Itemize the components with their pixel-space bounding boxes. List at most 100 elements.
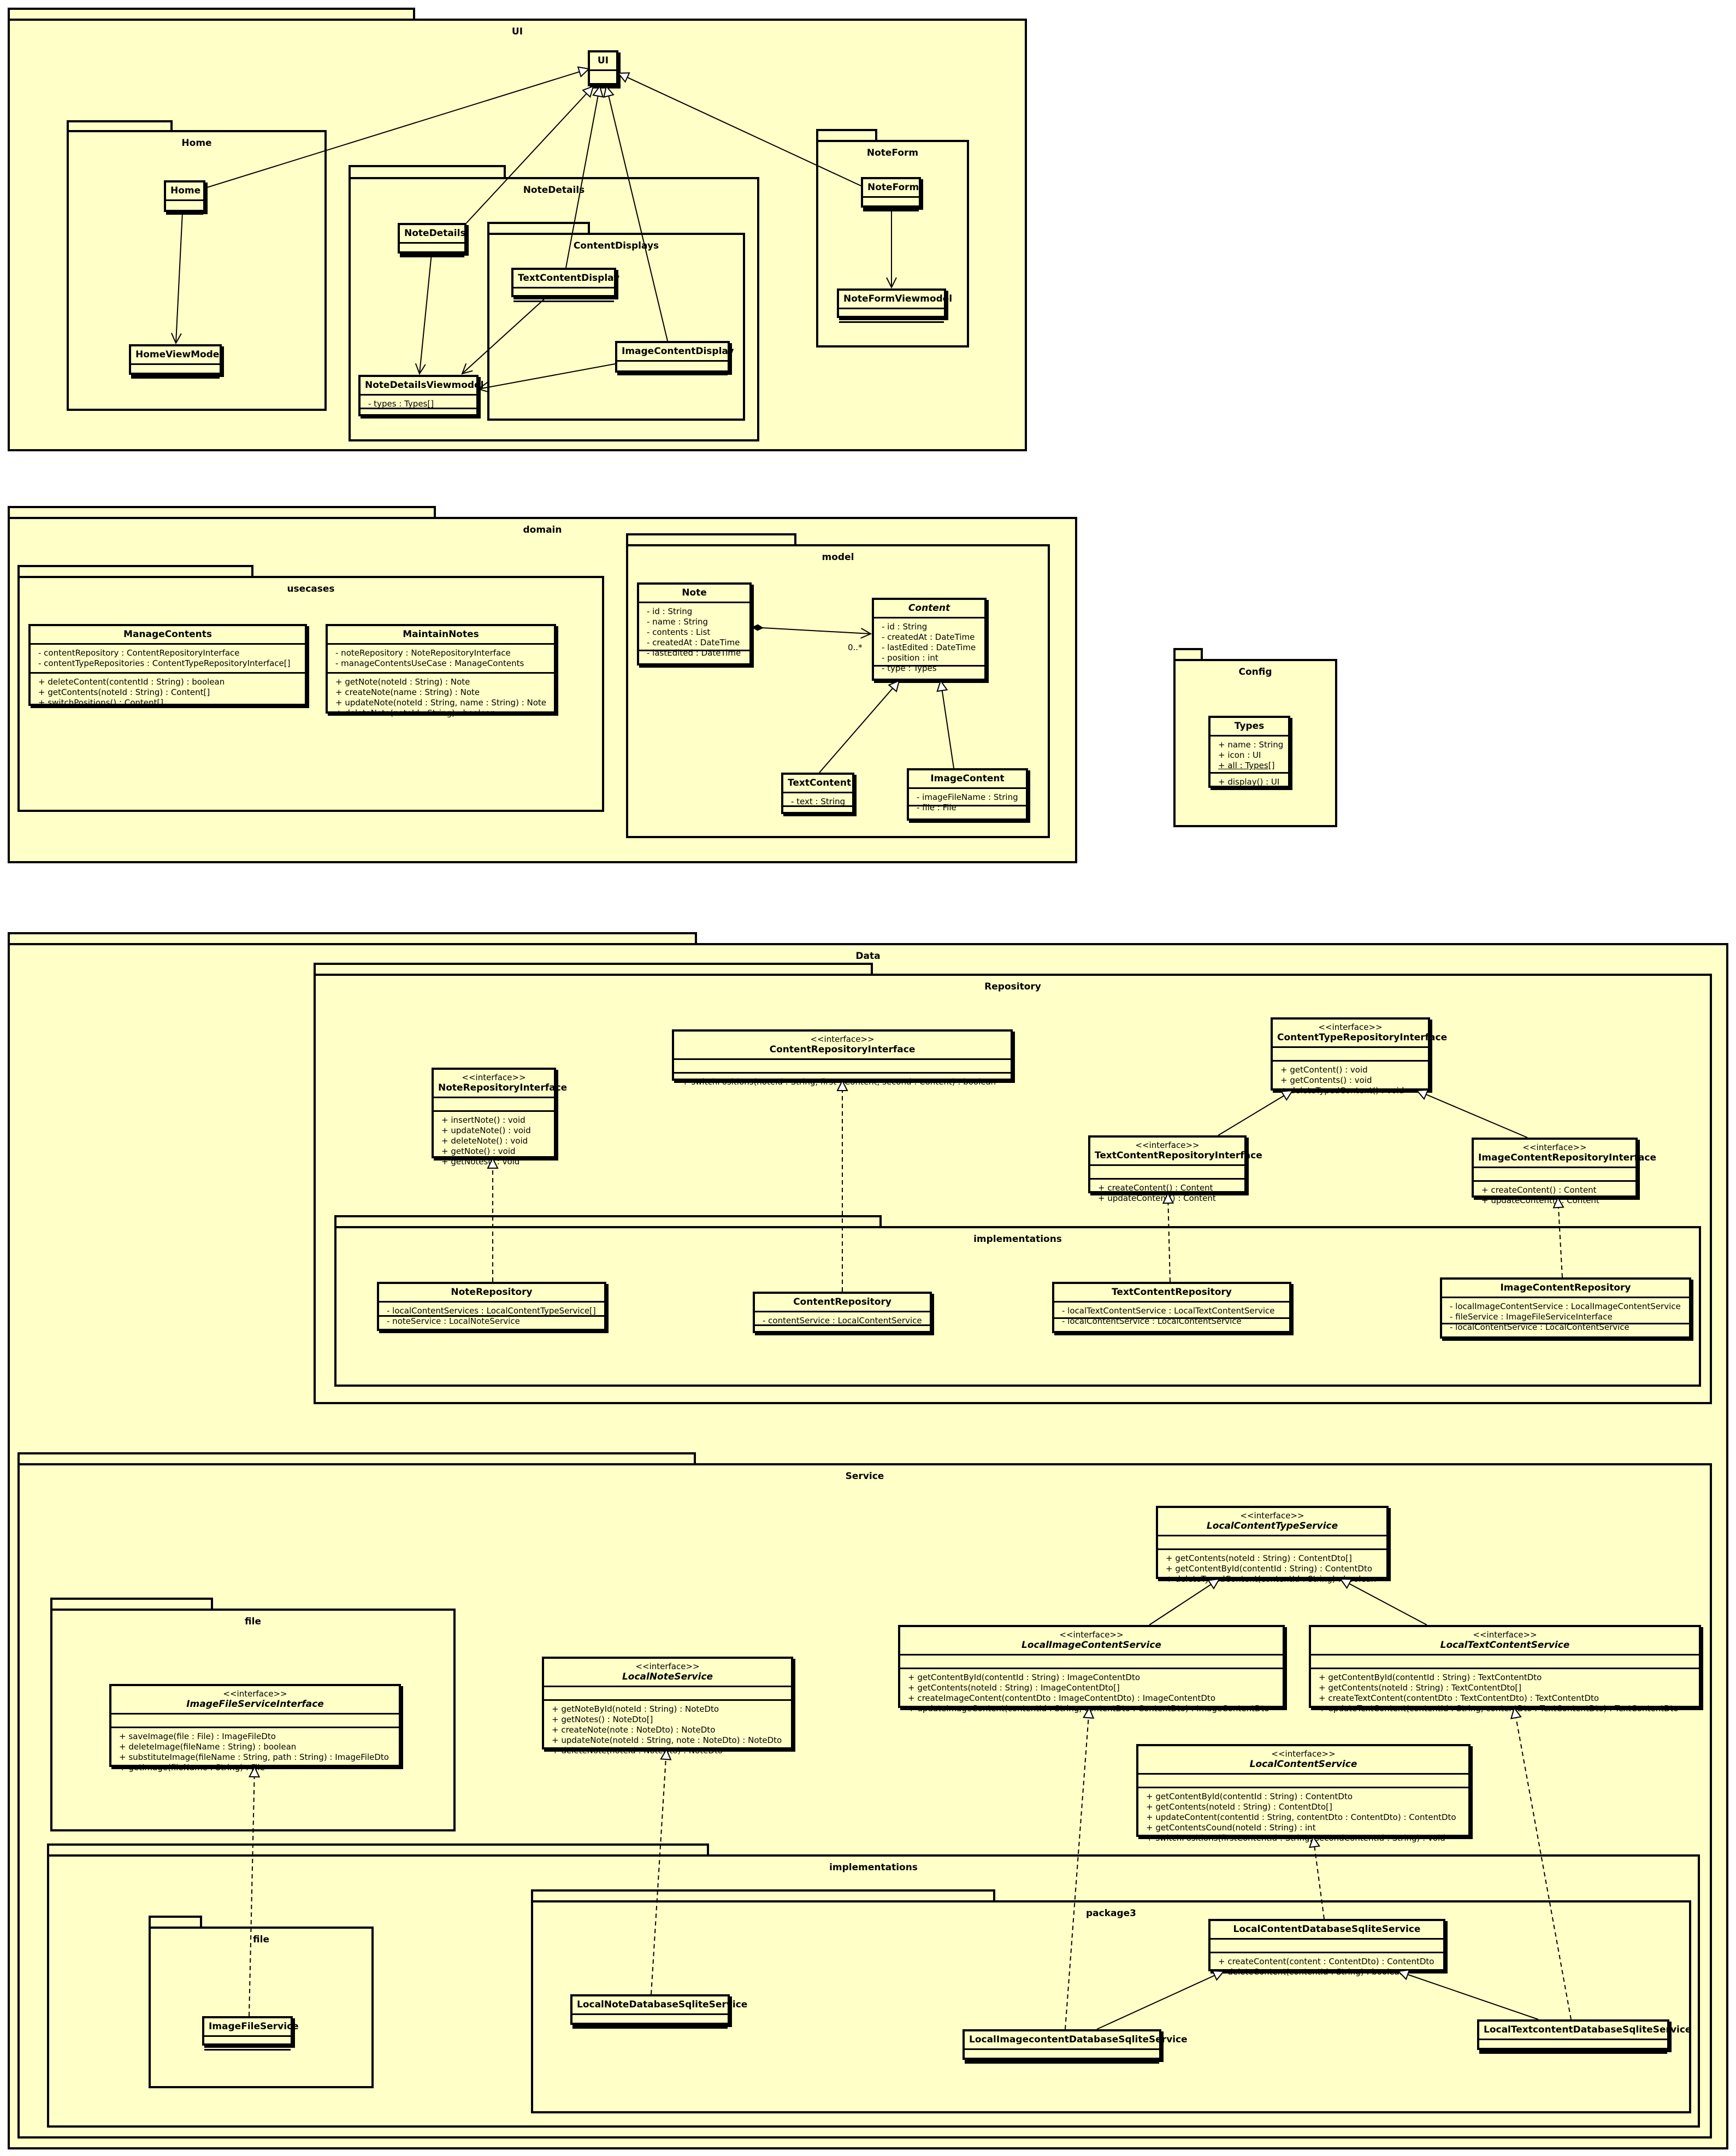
class-maintainnotes[interactable]: MaintainNotes- noteRepository : NoteRepo… bbox=[326, 624, 556, 718]
class-notedetailsviewmodel[interactable]: NoteDetailsViewmodel- types : Types[] bbox=[358, 375, 483, 416]
package-title: UI bbox=[511, 26, 523, 37]
class-noteform[interactable]: NoteForm bbox=[861, 177, 921, 211]
attributes-section: - contentRepository : ContentRepositoryI… bbox=[31, 645, 305, 674]
package-title: usecases bbox=[287, 584, 335, 594]
attribute-row: - contentRepository : ContentRepositoryI… bbox=[38, 648, 240, 658]
operation-row: + updateTextContent(contentId : String, … bbox=[1319, 1704, 1679, 1713]
class-localcontentdatabasesqliteservice[interactable]: LocalContentDatabaseSqliteService+ creat… bbox=[1208, 1919, 1445, 1977]
operations-section: + getContentById(contentId : String) : I… bbox=[900, 1669, 1283, 1713]
package-title: Config bbox=[1238, 667, 1272, 678]
operations-section: + getContents(noteId : String) : Content… bbox=[1158, 1550, 1386, 1584]
class-contentrepository[interactable]: ContentRepository- contentService : Loca… bbox=[753, 1292, 932, 1333]
edge-imagecontentrepository-realizes bbox=[1558, 1198, 1562, 1278]
package-title: implementations bbox=[829, 1862, 918, 1873]
class-name: ImageFileService bbox=[209, 2021, 299, 2032]
class-name: UI bbox=[597, 55, 609, 66]
class-imagefileservice[interactable]: ImageFileService bbox=[202, 2016, 299, 2051]
class-notedetails[interactable]: NoteDetails bbox=[398, 223, 467, 257]
class-name: TextContentRepositoryInterface bbox=[1095, 1150, 1262, 1161]
attribute-row: + name : String bbox=[1218, 740, 1284, 750]
stereotype: <<interface>> bbox=[1473, 1630, 1537, 1640]
class-imagecontent[interactable]: ImageContent- imageFileName : String- fi… bbox=[907, 768, 1028, 821]
class-name: NoteRepositoryInterface bbox=[438, 1082, 568, 1093]
class-textcontent[interactable]: TextContent- text : String bbox=[781, 773, 854, 814]
class-name: MaintainNotes bbox=[403, 629, 479, 640]
operation-row: + deleteNote(noteId : String) : boolean bbox=[335, 708, 496, 718]
operation-row: + deleteTypedContent() : void bbox=[1280, 1086, 1404, 1095]
operation-row: + deleteNote(noteId : NoteDto) : NoteDto bbox=[552, 1746, 723, 1756]
class-home[interactable]: Home bbox=[164, 180, 205, 215]
attribute-row: - manageContentsUseCase : ManageContents bbox=[335, 658, 524, 668]
stereotype: <<interface>> bbox=[462, 1073, 526, 1082]
class-textcontentrepository[interactable]: TextContentRepository- localTextContentS… bbox=[1052, 1282, 1291, 1333]
operation-row: + createImageContent(contentDto : ImageC… bbox=[908, 1693, 1215, 1703]
class-imagecontentdisplay[interactable]: ImageContentDisplay bbox=[615, 341, 734, 375]
attribute-row: - noteService : LocalNoteService bbox=[387, 1316, 520, 1326]
class-types[interactable]: Types+ name : String+ icon : UI+ all : T… bbox=[1208, 716, 1290, 788]
class-name: TextContentDisplay bbox=[518, 273, 620, 284]
class-localtextcontentdatabasesqliteservice[interactable]: LocalTextcontentDatabaseSqliteService bbox=[1477, 2019, 1691, 2054]
operation-row: + getNotes() : void bbox=[441, 1157, 520, 1167]
class-name: ImageFileServiceInterface bbox=[186, 1699, 324, 1710]
package-title: ContentDisplays bbox=[573, 240, 659, 251]
class-imagecontentrepositoryinterface[interactable]: <<interface>>ImageContentRepositoryInter… bbox=[1472, 1138, 1656, 1205]
class-localnotedatabasesqliteservice[interactable]: LocalNoteDatabaseSqliteService bbox=[570, 1994, 747, 2029]
package-title: domain bbox=[523, 525, 562, 535]
class-localimagecontentservice[interactable]: <<interface>>LocalImageContentService+ g… bbox=[898, 1625, 1285, 1713]
stereotype: <<interface>> bbox=[223, 1689, 287, 1699]
class-textcontentrepositoryinterface[interactable]: <<interface>>TextContentRepositoryInterf… bbox=[1088, 1135, 1262, 1203]
operation-row: + display() : UI bbox=[1218, 777, 1280, 787]
class-imagecontentrepository[interactable]: ImageContentRepository- localImageConten… bbox=[1440, 1277, 1691, 1339]
operation-row: + getContent() : void bbox=[1280, 1065, 1368, 1075]
class-name: ImageContentDisplay bbox=[622, 346, 734, 357]
class-homeviewmodel[interactable]: HomeViewModel bbox=[129, 344, 222, 379]
stereotype: <<interface>> bbox=[810, 1034, 875, 1044]
class-noteformviewmodel[interactable]: NoteFormViewmodel bbox=[837, 288, 952, 323]
operation-row: + createTextContent(contentDto : TextCon… bbox=[1319, 1693, 1599, 1703]
operation-row: + deleteContent(contentId : String) : bo… bbox=[38, 677, 225, 687]
edge-localtextcontentdb-to-localcontentdb bbox=[1398, 1971, 1539, 2020]
operation-row: + getContentById(contentId : String) : C… bbox=[1166, 1564, 1373, 1574]
stereotype: <<interface>> bbox=[1240, 1511, 1304, 1521]
class-localtextcontentservice[interactable]: <<interface>>LocalTextContentService+ ge… bbox=[1309, 1625, 1701, 1713]
class-noterepositoryinterface[interactable]: <<interface>>NoteRepositoryInterface+ in… bbox=[432, 1068, 568, 1167]
attribute-row: - types : Types[] bbox=[368, 399, 434, 409]
attribute-row: - file : File bbox=[917, 803, 956, 812]
class-localcontenttypeservice[interactable]: <<interface>>LocalContentTypeService+ ge… bbox=[1156, 1506, 1389, 1584]
package-title: Service bbox=[845, 1471, 884, 1482]
operation-row: + getNote(noteId : String) : Note bbox=[335, 677, 470, 687]
class-contenttyperepositoryinterface[interactable]: <<interface>>ContentTypeRepositoryInterf… bbox=[1271, 1017, 1447, 1095]
operations-section: + createContent(content : ContentDto) : … bbox=[1211, 1953, 1443, 1977]
attribute-row: + all : Types[] bbox=[1218, 761, 1275, 770]
class-note[interactable]: Note- id : String- name : String- conten… bbox=[637, 582, 752, 665]
attributes-section: - imageFileName : String- file : File bbox=[909, 789, 1026, 812]
class-localimagecontentdatabasesqliteservice[interactable]: LocalImagecontentDatabaseSqliteService bbox=[963, 2029, 1188, 2064]
class-imagefileserviceinterface[interactable]: <<interface>>ImageFileServiceInterface+ … bbox=[109, 1684, 401, 1772]
attribute-row: - position : int bbox=[882, 653, 938, 663]
operation-row: + getContentById(contentId : String) : C… bbox=[1146, 1792, 1353, 1801]
edge-imagecontentrepositoryinterface-to-contenttype bbox=[1417, 1091, 1528, 1138]
class-textcontentdisplay[interactable]: TextContentDisplay bbox=[511, 268, 620, 302]
package-title: NoteDetails bbox=[523, 185, 585, 196]
operation-row: + updateContent() : Content bbox=[1098, 1193, 1216, 1203]
edge-textcontentrepository-realizes bbox=[1168, 1193, 1170, 1282]
operation-row: + switchPositions(firstContentId : Strin… bbox=[1146, 1833, 1445, 1843]
edge-notedetails-to-viewmodel bbox=[420, 253, 432, 374]
class-name: LocalNoteService bbox=[622, 1671, 713, 1682]
edge-textcontent-to-content bbox=[819, 681, 899, 773]
stereotype: <<interface>> bbox=[1318, 1022, 1383, 1032]
class-name: LocalContentService bbox=[1249, 1759, 1357, 1770]
class-localcontentservice[interactable]: <<interface>>LocalContentService+ getCon… bbox=[1136, 1744, 1471, 1843]
edge-localnotedb-realizes bbox=[651, 1749, 666, 1995]
operation-row: + getContentsCound(noteId : String) : in… bbox=[1146, 1823, 1316, 1833]
class-name: ContentRepositoryInterface bbox=[769, 1044, 916, 1055]
class-ui[interactable]: UI bbox=[588, 50, 618, 86]
class-noterepository[interactable]: NoteRepository- localContentServices : L… bbox=[377, 1282, 606, 1331]
class-managecontents[interactable]: ManageContents- contentRepository : Cont… bbox=[28, 624, 307, 708]
package-contentdisplays: ContentDisplays bbox=[487, 233, 745, 421]
attribute-row: - contentService : LocalContentService bbox=[763, 1316, 922, 1326]
edge-imagecontentdisplay-to-ui bbox=[606, 86, 668, 341]
class-content[interactable]: Content- id : String- createdAt : DateTi… bbox=[872, 598, 987, 681]
operations-section: + getContent() : void+ getContents() : v… bbox=[1273, 1062, 1428, 1095]
